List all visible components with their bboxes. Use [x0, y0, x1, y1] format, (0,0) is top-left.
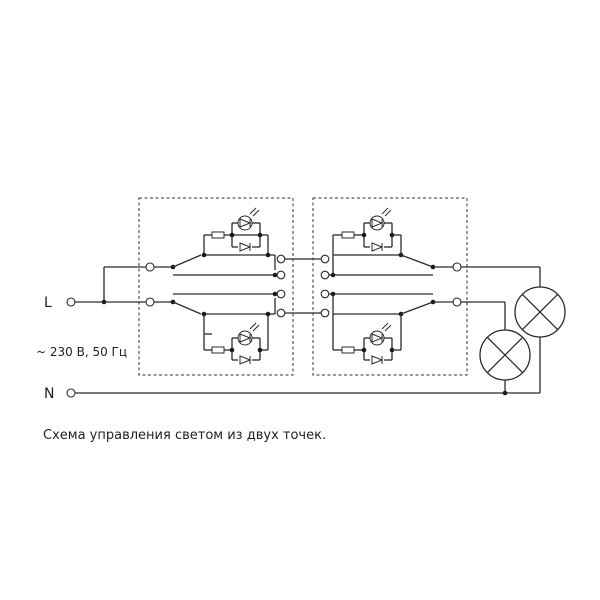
led-indicator-icon [237, 207, 260, 231]
led-indicator-icon [369, 322, 392, 346]
diagram-caption: Схема управления светом из двух точек. [43, 428, 326, 443]
switch-box-right [312, 197, 468, 376]
neutral-label: N [44, 386, 54, 402]
voltage-label: ~ 230 В, 50 Гц [36, 345, 127, 359]
diode-icon [371, 355, 384, 365]
switch-box-left [138, 197, 294, 376]
resistor-icon [211, 346, 225, 354]
neutral-wiring [75, 337, 541, 396]
led-indicator-icon [369, 207, 392, 231]
diode-icon [371, 242, 384, 252]
lamp-icon [479, 329, 531, 381]
resistor-icon [341, 346, 355, 354]
resistor-icon [341, 231, 355, 239]
diode-icon [239, 242, 252, 252]
left-switch [145, 207, 286, 365]
traveller-wires [285, 258, 321, 314]
line-wiring [75, 266, 146, 305]
resistor-icon [211, 231, 225, 239]
led-indicator-icon [237, 322, 260, 346]
diode-icon [239, 355, 252, 365]
right-switch [320, 207, 462, 365]
line-label: L [44, 295, 52, 311]
terminal-l-icon [66, 297, 76, 307]
terminal-n-icon [66, 388, 76, 398]
lamp-icon [514, 286, 566, 338]
lamp-wiring [461, 266, 541, 330]
